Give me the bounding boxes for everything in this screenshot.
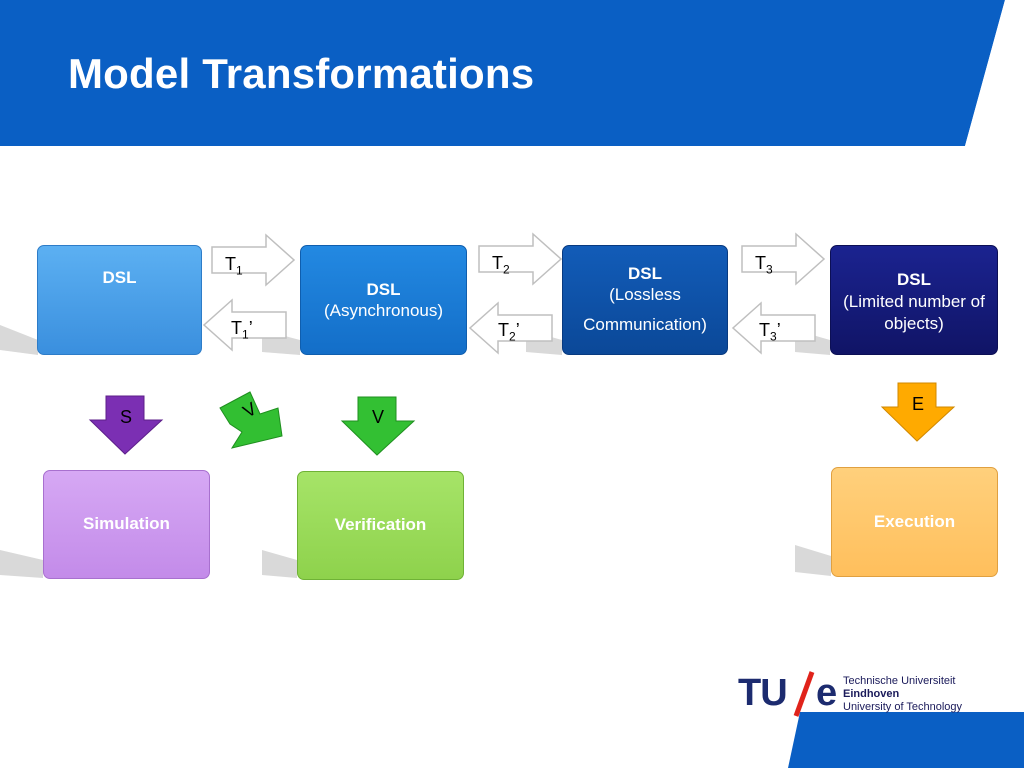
dsl-box-4: DSL (Limited number of objects) — [830, 245, 998, 355]
t1-prime-label: T1’ — [231, 318, 253, 342]
dsl-box-1-title: DSL — [102, 268, 137, 287]
t3-label: T3 — [755, 253, 773, 277]
t2-prime-left-arrow — [468, 301, 553, 355]
t1-prime-left-arrow — [202, 298, 287, 352]
dsl-box-2-subtitle: (Asynchronous) — [323, 301, 444, 320]
dsl-box-3-title: DSL — [628, 264, 662, 283]
dsl-box-4-title: DSL — [897, 270, 931, 289]
dsl-box-2-title: DSL — [366, 280, 401, 299]
logo-line-1: Technische Universiteit — [843, 675, 956, 687]
t1-label: T1 — [225, 254, 243, 278]
dsl-box-3: DSL (Lossless Communication) — [562, 245, 728, 355]
simulation-down-arrow — [88, 395, 164, 455]
t3-right-arrow — [741, 232, 826, 286]
execution-down-arrow — [880, 382, 956, 442]
execution-box: Execution — [831, 467, 998, 577]
t1-right-arrow — [211, 233, 296, 287]
e-label: E — [911, 394, 924, 414]
slide-title: Model Transformations — [68, 50, 535, 97]
v-label: V — [371, 407, 384, 427]
dsl-box-4-subtitle: (Limited number of objects) — [843, 292, 985, 333]
footer-band — [788, 712, 1024, 768]
t3-prime-left-arrow — [731, 301, 816, 355]
simulation-label: Simulation — [83, 514, 170, 533]
execution-label: Execution — [873, 512, 956, 531]
t2-label: T2 — [492, 253, 510, 277]
simulation-box: Simulation — [43, 470, 210, 579]
dsl-box-1: DSL — [37, 245, 202, 355]
logo-line-3: University of Technology — [843, 701, 963, 713]
verification-box: Verification — [297, 471, 464, 580]
verification-down-arrow — [340, 396, 416, 456]
header-band — [0, 0, 1024, 146]
verification-tilted-arrow — [219, 391, 283, 449]
dsl-box-2: DSL (Asynchronous) — [300, 245, 467, 355]
logo-line-2: Eindhoven — [843, 688, 900, 700]
tue-slash-icon — [793, 671, 815, 717]
t2-right-arrow — [478, 232, 563, 286]
dsl-box-3-subtitle-2: Communication) — [583, 315, 707, 334]
tue-logo-mark-left: TU — [738, 672, 788, 714]
dsl-box-3-subtitle: (Lossless — [609, 285, 681, 304]
tue-logo-mark-right: e — [816, 672, 838, 714]
t2-prime-label: T2’ — [498, 320, 520, 344]
t3-prime-label: T3’ — [759, 320, 781, 344]
s-label: S — [119, 407, 132, 427]
verification-label: Verification — [334, 515, 427, 534]
